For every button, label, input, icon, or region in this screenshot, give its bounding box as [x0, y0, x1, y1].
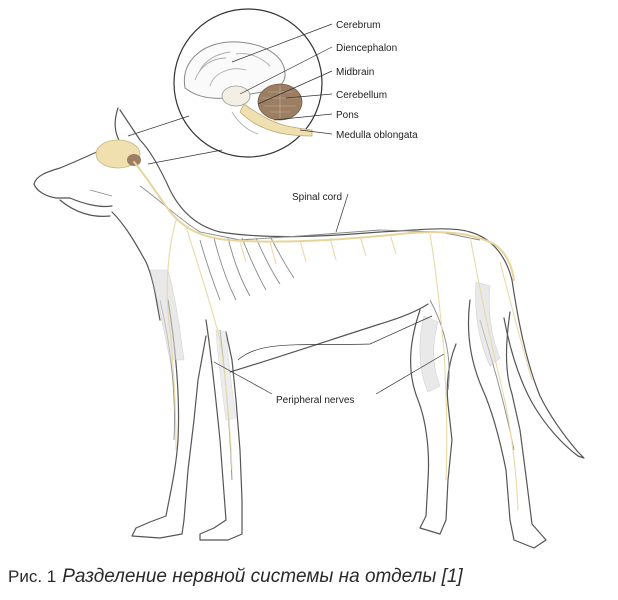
- label-cerebrum: Cerebrum: [336, 20, 380, 31]
- label-peripheral-nerves: Peripheral nerves: [276, 395, 354, 406]
- dog-outline: [34, 108, 584, 548]
- dog-nervous-system-diagram: Cerebrum Diencephalon Midbrain Cerebellu…: [0, 0, 618, 560]
- inset-pointer-lower: [148, 150, 222, 164]
- brain-inset: [174, 9, 322, 157]
- cerebellum-in-skull: [127, 154, 141, 166]
- label-spinal-cord: Spinal cord: [292, 192, 342, 203]
- label-pons: Pons: [336, 110, 359, 121]
- label-medulla-oblongata: Medulla oblongata: [336, 130, 418, 141]
- label-diencephalon: Diencephalon: [336, 43, 397, 54]
- figure-number: Рис. 1: [8, 567, 56, 587]
- label-cerebellum: Cerebellum: [336, 90, 387, 101]
- figure-caption-text: Разделение нервной системы на отделы [1]: [62, 566, 462, 588]
- figure-caption: Рис. 1 Разделение нервной системы на отд…: [8, 566, 463, 594]
- inset-pointer-upper: [128, 116, 189, 136]
- label-midbrain: Midbrain: [336, 67, 374, 78]
- nervous-system: [134, 162, 532, 510]
